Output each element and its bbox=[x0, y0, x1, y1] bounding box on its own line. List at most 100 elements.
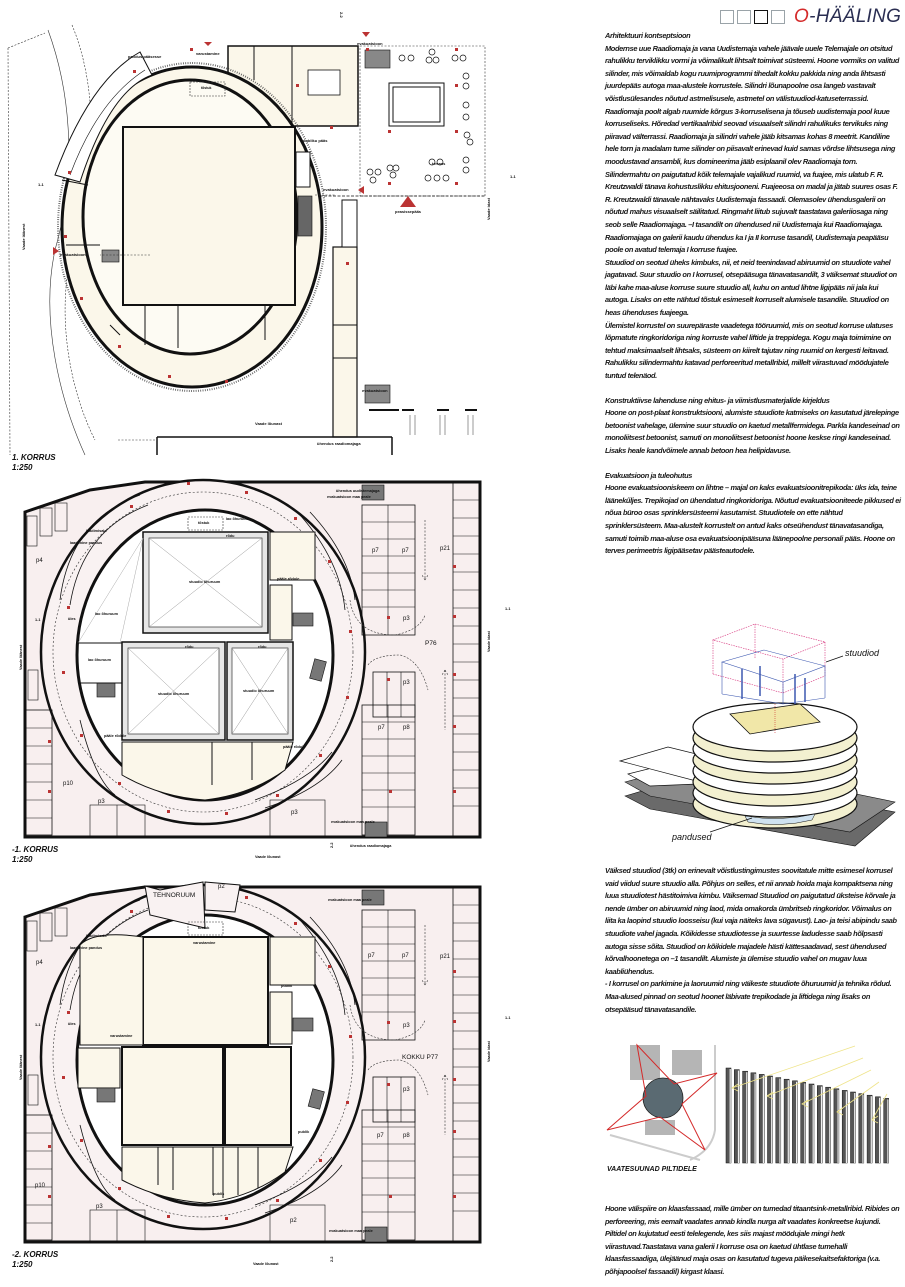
floor-name: -1. KORRUS bbox=[12, 845, 59, 854]
floor-plans: pandus pääsesse varustamine tõstuk publi… bbox=[7, 12, 517, 1266]
parking-label: p4 bbox=[36, 960, 43, 966]
facade-fin bbox=[792, 1080, 798, 1164]
fin-highlight bbox=[762, 1075, 764, 1163]
logo: O-HÄÄLING bbox=[720, 6, 901, 27]
paragraph: Stuudiod on seotud üheks kimbuks, nii, e… bbox=[605, 257, 897, 318]
plan-label: 1-1 bbox=[505, 607, 511, 611]
parking-label: p7 bbox=[377, 1133, 384, 1139]
facade-fin bbox=[734, 1069, 740, 1164]
fin-highlight bbox=[796, 1081, 798, 1163]
paragraph: - I korrusel on parkimine ja laoruumid n… bbox=[605, 979, 892, 1014]
plan-label: evakuatsioon bbox=[60, 252, 86, 257]
paragraph: Väiksed stuudiod (3tk) on erinevalt võis… bbox=[605, 866, 897, 976]
plan-label: peasissepääs bbox=[395, 209, 422, 214]
plan-label: Vaade läänest bbox=[19, 1054, 23, 1080]
parking-label: p8 bbox=[403, 725, 410, 731]
plan-label: 1-1 bbox=[505, 1016, 511, 1020]
facade-fin bbox=[758, 1074, 765, 1164]
plan-scale: 1:250 bbox=[12, 1260, 33, 1269]
plan-label: evakuatsioon maa peale bbox=[327, 495, 371, 499]
section-evacuation: Evakuatsioon ja tuleohutus Hoone evakuat… bbox=[605, 470, 901, 558]
plan-label: TEHNORUUM bbox=[153, 892, 195, 899]
plan-label: publik bbox=[213, 1192, 225, 1196]
floor-name: 1. KORRUS bbox=[12, 453, 56, 462]
parking-label: p7 bbox=[402, 953, 409, 959]
fin-highlight bbox=[812, 1085, 814, 1163]
plan-label: pääle rõdule bbox=[283, 745, 305, 749]
paragraph: Hoone evakuatsiooniskeem on lihtne – maj… bbox=[605, 483, 901, 556]
plan-label: tõstuk bbox=[201, 86, 212, 90]
plan-label: ühendus uudistemajaga bbox=[336, 489, 380, 493]
parking-label: p21 bbox=[440, 546, 451, 552]
section-facade: Hoone välispiire on klaasfassaad, mille … bbox=[605, 1203, 901, 1279]
facade-fins-diagram bbox=[725, 1045, 889, 1164]
fin-highlight bbox=[746, 1072, 748, 1163]
facade-fin bbox=[817, 1085, 823, 1164]
label-stuudiod: stuudiod bbox=[845, 648, 880, 658]
plan-label: 1-1 bbox=[35, 1023, 41, 1027]
parking-label: p3 bbox=[403, 680, 410, 686]
fin-highlight bbox=[804, 1083, 806, 1163]
plan-label: üles bbox=[68, 617, 76, 621]
plan-first-floor: pandus pääsesse varustamine tõstuk publi… bbox=[7, 12, 517, 456]
plan-label: pandus pääsesse bbox=[128, 54, 162, 59]
plan-label: stuudio õhuruum bbox=[189, 580, 221, 584]
view-ray bbox=[766, 1057, 864, 1097]
fin-highlight bbox=[729, 1069, 731, 1163]
diagram-caption: VAATESUUNAD PILTIDELE bbox=[607, 1166, 697, 1173]
plan-scale: 1:250 bbox=[12, 855, 33, 864]
plan-label: evakuatsioon bbox=[323, 187, 349, 192]
plan-label: Vaade lõunast bbox=[255, 421, 283, 426]
section-heading: Arhitektuuri kontseptsioon bbox=[605, 31, 691, 40]
plan-label: rõdu bbox=[258, 645, 267, 649]
logo-square bbox=[754, 10, 768, 24]
facade-fin bbox=[866, 1094, 873, 1164]
fin-highlight bbox=[754, 1073, 756, 1163]
plan-label: 2-2 bbox=[330, 1257, 334, 1263]
plan-label: tõstuk bbox=[198, 521, 210, 525]
facade-fin bbox=[841, 1090, 848, 1164]
facade-fin bbox=[742, 1070, 748, 1164]
plan-label: Vaade idast bbox=[487, 630, 491, 652]
fin-highlight bbox=[820, 1086, 823, 1163]
fin-highlight bbox=[845, 1091, 847, 1163]
view-ray bbox=[871, 1093, 888, 1121]
parking-label: p3 bbox=[403, 616, 410, 622]
plan-label: lao õhuruum bbox=[226, 517, 250, 521]
facade-fin bbox=[750, 1072, 757, 1164]
parking-label: p7 bbox=[372, 548, 379, 554]
logo-square bbox=[720, 10, 734, 24]
facade-fin bbox=[725, 1067, 732, 1164]
plan-label: tõstuk bbox=[198, 926, 210, 930]
plan-label: evakuatsioon maa peale bbox=[328, 898, 372, 902]
paragraph: Silindermahtu on paigutatud kõik telemaj… bbox=[605, 169, 898, 255]
plan-label: terrass bbox=[432, 161, 446, 166]
plan-label: evakuatsioon maa peale bbox=[331, 820, 375, 824]
fin-highlight bbox=[862, 1094, 864, 1163]
floor-name: -2. KORRUS bbox=[12, 1250, 59, 1259]
paragraph: Ülemistel korrustel on suurepäraste vaad… bbox=[605, 320, 893, 381]
parking-label: p3 bbox=[291, 810, 298, 816]
parking-label: p4 bbox=[36, 558, 43, 564]
fin-highlight bbox=[887, 1099, 889, 1163]
plan-label: evakuatsioon maa peale bbox=[329, 1229, 373, 1233]
plan-label: varustamine bbox=[196, 51, 220, 56]
fin-highlight bbox=[787, 1080, 789, 1163]
plan-label: lao õhuruum bbox=[88, 658, 112, 662]
plan-basement-2: TEHNORUUM evakuatsioon maa peale tõstuk … bbox=[19, 881, 511, 1266]
parking-label: p3 bbox=[98, 799, 105, 805]
facade-fin bbox=[825, 1086, 831, 1164]
plan-label: 2-2 bbox=[339, 12, 344, 19]
fin-highlight bbox=[879, 1097, 881, 1163]
plan-label: 1-1 bbox=[510, 174, 517, 179]
parking-label: p3 bbox=[403, 1023, 410, 1029]
fin-highlight bbox=[779, 1078, 781, 1163]
plan-label: 2-2 bbox=[330, 843, 334, 849]
paragraph: Hoone on post-plaat konstruktsiooni, alu… bbox=[605, 408, 900, 455]
section-heading: Evakuatsioon ja tuleohutus bbox=[605, 470, 692, 480]
plan-label: üles bbox=[68, 1022, 76, 1026]
view-ray bbox=[731, 1045, 856, 1089]
plan-label: 1-1 bbox=[38, 182, 45, 187]
